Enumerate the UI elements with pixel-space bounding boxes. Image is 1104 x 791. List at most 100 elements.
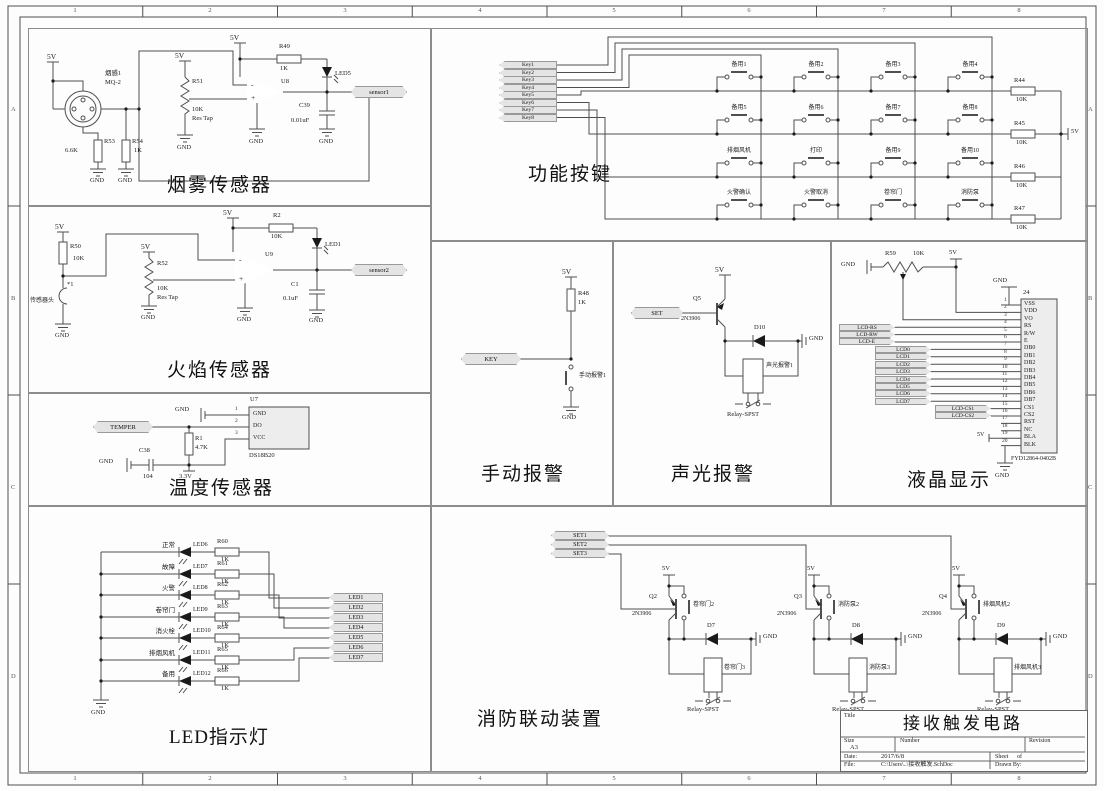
resistor-ref: R46	[1014, 163, 1025, 170]
pin-number: 9	[1004, 356, 1007, 362]
key-label: 备用2	[808, 62, 824, 68]
resistor-ref: R50	[70, 243, 81, 250]
power-5v-label: 5V	[141, 242, 151, 251]
set-port: SET2	[551, 540, 609, 549]
transistor-ref: Q5	[693, 295, 701, 302]
pin-name: BLA	[1024, 434, 1036, 440]
led-port: LED7	[329, 653, 383, 662]
manual-alarm-block: 5V R48 1K 手动报警1 GND KEY 手动报警	[430, 240, 614, 507]
manual-alarm-schematic	[521, 276, 579, 415]
resistor-value: 1K	[221, 664, 229, 671]
gnd-label: GND	[841, 261, 856, 268]
relay-part: Relay-SPST	[977, 706, 1009, 714]
lcd-data-port: LCD5	[875, 383, 931, 390]
relay-ref: 消防泵3	[869, 665, 891, 671]
port-key: KEY	[461, 353, 521, 365]
key-label: 备用3	[885, 62, 901, 68]
block-title: 手动报警	[481, 464, 566, 485]
resistor-value: 6.6K	[65, 147, 78, 154]
key-label: 备用8	[962, 105, 978, 111]
resistor-value: 1K	[221, 578, 229, 585]
function-keys-block: Key1 Key2 Key3 Key4 Key5 Key6 Key7 Key8 …	[430, 28, 1088, 242]
resistor-value: 10K	[192, 106, 204, 113]
opamp-ref: U9	[265, 251, 273, 258]
port-sensor1: sensor1	[351, 86, 407, 98]
key-port: Key4	[499, 84, 557, 92]
led-ref: LED10	[193, 628, 211, 634]
sheet-column-label: 8	[1017, 775, 1021, 782]
pin-number: 5	[1004, 327, 1007, 333]
gnd-label: GND	[237, 316, 252, 323]
lcd-data-port: LCD1	[875, 353, 931, 360]
sheet-size: A3	[850, 744, 858, 751]
resistor-ref: R44	[1014, 77, 1025, 84]
opamp-minus: -	[251, 80, 254, 89]
lcd-ctrl-port: LCD-RW	[839, 331, 895, 338]
titleblock-title-label: Title	[844, 713, 856, 719]
led-function-label: 备用	[162, 671, 175, 678]
led-ref: LED5	[335, 70, 351, 77]
key-label: 备用4	[962, 62, 978, 68]
schematic-title: 接收触发电路	[903, 714, 1023, 733]
sheet-row-label: A	[11, 106, 16, 113]
set-port: SET1	[551, 531, 609, 540]
sheet-column-label: 7	[882, 775, 886, 782]
sheet-column-label: 6	[747, 7, 751, 14]
power-5v-label: 5V	[55, 222, 65, 231]
resistor-ref: R54	[132, 138, 143, 145]
temperature-sensor-block: GND 1 2 3 GND DO VCC U7 DS18B20 R1 4.7K …	[28, 392, 432, 507]
resistor-ref: R47	[1014, 205, 1025, 212]
led-ref: LED8	[193, 585, 208, 591]
opamp-plus: +	[251, 93, 256, 102]
led-function-label: 排烟风机	[149, 650, 175, 657]
resistor-ref: R53	[104, 138, 115, 145]
relay-part: Relay-SPST	[687, 706, 720, 713]
gnd-label: GND	[309, 317, 324, 324]
power-5v-label: 5V	[47, 52, 57, 61]
port-temper: TEMPER	[93, 421, 153, 433]
titleblock-size-label: Size	[844, 738, 855, 744]
lcd-data-port: LCD4	[875, 376, 931, 383]
sheet-row-label: C	[11, 484, 16, 491]
pin-name: RST	[1024, 419, 1036, 425]
fire-linkage-block: SET1 SET2 SET3 Q2 2N3906 5V 卷帘门2 D7 GND …	[430, 505, 1088, 772]
pin-name: DB1	[1024, 353, 1036, 359]
key-label: 备用5	[731, 105, 747, 111]
resistor-value: 1K	[578, 299, 586, 306]
smoke-sensor-schematic	[47, 42, 370, 182]
key-port: Key8	[499, 114, 557, 122]
led-function-label: 火警	[162, 585, 175, 592]
key-port: Key6	[499, 99, 557, 107]
gnd-label: GND	[141, 314, 156, 321]
cap-value: 104	[143, 473, 153, 480]
relay-ref: 排烟风机3	[1014, 665, 1042, 671]
key-label: 排烟风机	[726, 148, 751, 154]
chip-part: FYD12864-0402B	[1011, 456, 1057, 462]
lcd-ctrl-port: LCD-RS	[839, 324, 895, 331]
pin-name: DB5	[1024, 382, 1036, 388]
sheet-row-label: C	[1088, 484, 1093, 491]
relay-ref: 声光报警1	[766, 363, 794, 369]
gnd-label: GND	[995, 472, 1010, 479]
key-port: Key5	[499, 91, 557, 99]
pin-name: VDD	[1024, 308, 1037, 314]
transistor-ref: Q3	[794, 593, 802, 600]
pin-name: DB7	[1024, 397, 1036, 403]
resistor-ref: R61	[217, 560, 228, 567]
component-part: MQ-2	[105, 79, 121, 86]
linkage-circuit	[663, 574, 761, 706]
resistor-value: 10K	[157, 285, 169, 292]
key-label: 备用1	[731, 62, 747, 68]
cap-value: 0.1uF	[283, 295, 298, 302]
led-symbols	[178, 547, 191, 694]
sheet-column-label: 3	[343, 775, 347, 782]
lcd-cs-port: LCD-CS2	[935, 412, 991, 419]
switch-label: 消防泵2	[838, 602, 860, 608]
pin-name: DO	[253, 423, 262, 429]
diode-ref: D10	[754, 324, 766, 331]
set-port: SET3	[551, 549, 609, 558]
pin-number: 20	[1002, 438, 1008, 444]
sheet-column-label: 1	[73, 7, 77, 14]
pin-name: DB2	[1024, 360, 1036, 366]
resistor-ref: R2	[273, 212, 281, 219]
